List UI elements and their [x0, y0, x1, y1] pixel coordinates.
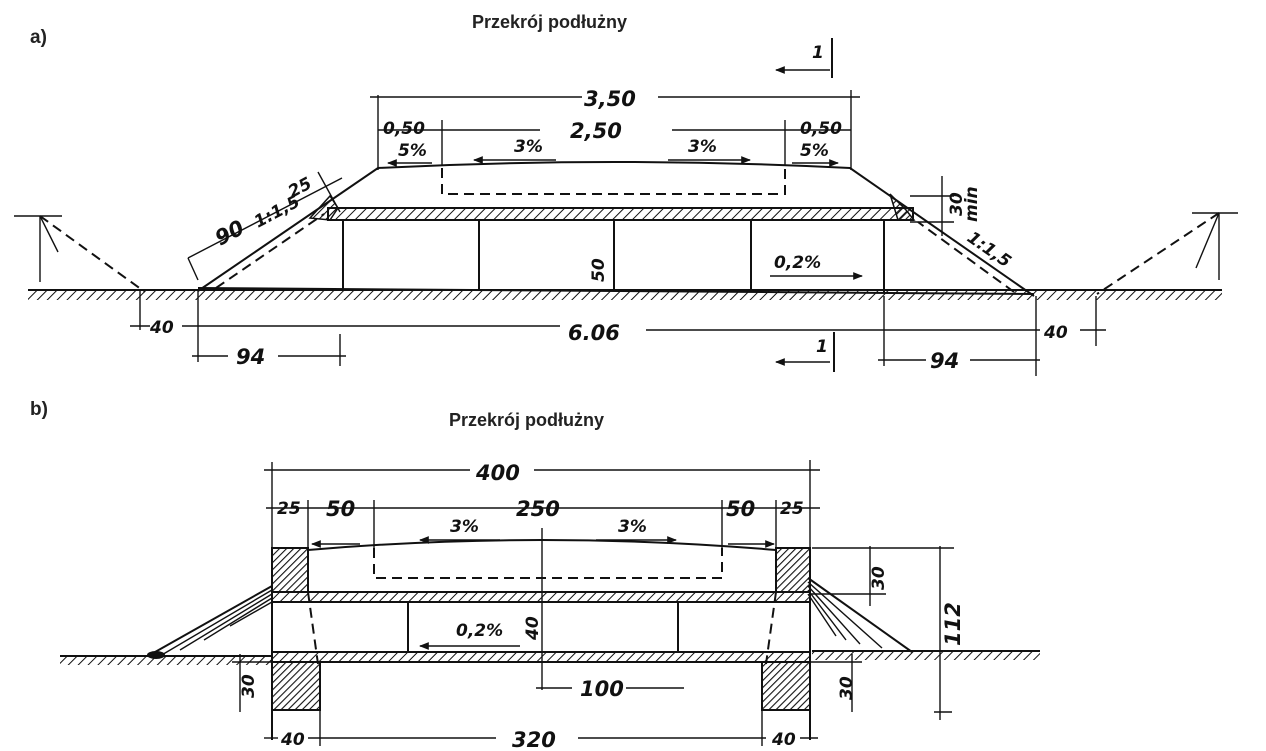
dim-b-long-slope: 0,2%: [456, 621, 503, 641]
dim-b-center: 250: [516, 497, 560, 521]
dim-a-height: 50: [589, 258, 609, 282]
slope-fan-left-b: [147, 585, 273, 659]
dim-a-long-slope: 0,2%: [774, 253, 821, 273]
dim-a-left-slope-len: 90: [211, 215, 248, 250]
dim-b-right-edge: 25: [780, 499, 804, 519]
figure-b-label: b): [30, 399, 48, 420]
dim-b-left-foot: 40: [280, 730, 305, 750]
dim-a-base-width: 6.06: [568, 321, 620, 345]
dim-a-right-depth: 30: [947, 192, 967, 216]
dimensions-b-bottom: 40 320 40: [264, 710, 818, 751]
dim-b-total-top: 400: [475, 461, 520, 485]
ditch-lines-a: [14, 212, 1238, 295]
dim-b-crown-right: 3%: [618, 517, 647, 537]
dim-a-left-top: 0,50: [383, 119, 425, 139]
dim-a-crown-left: 3%: [514, 137, 543, 157]
dim-a-crown-right: 3%: [688, 137, 717, 157]
dim-a-right-top: 0,50: [800, 119, 842, 139]
ground-b: [60, 650, 1040, 665]
figure-a: a) Przekrój podłużny: [14, 12, 1238, 376]
dim-b-right-bottom-depth: 30: [837, 676, 857, 700]
dim-b-right-depth: 30: [869, 566, 889, 590]
dim-b-right-mid: 50: [726, 497, 755, 521]
section-mark-a-bottom: 1: [816, 337, 828, 357]
section-mark-a-top: 1: [812, 43, 824, 63]
embankment-a: [197, 161, 1035, 297]
dim-a-right-depth-note: min: [962, 186, 982, 222]
dim-b-height-total: 112: [941, 602, 965, 646]
dim-a-slope-right: 5%: [800, 141, 829, 161]
embankment-b: [271, 528, 811, 740]
figure-a-title: Przekrój podłużny: [472, 12, 627, 32]
dim-a-right-offset: 40: [1043, 323, 1068, 343]
dim-a-left-bottom: 94: [236, 345, 265, 369]
dimensions-a-left: 90 1:1,5 25: [187, 171, 343, 281]
slope-fan-right-b: [807, 577, 913, 653]
dim-a-center-top: 2,50: [570, 119, 622, 143]
dimensions-a-top: 3,50 0,50 2,50 0,50 5% 5% 3% 3% 1: [370, 38, 860, 170]
figure-b-title: Przekrój podłużny: [449, 410, 604, 430]
dimensions-a-right: 30 min 1:1,5 50 0,2%: [589, 176, 1015, 282]
dim-b-inner-width: 100: [580, 677, 624, 701]
dim-b-left-mid: 50: [326, 497, 355, 521]
dim-b-left-bottom-depth: 30: [239, 674, 259, 698]
dim-a-total-top: 3,50: [584, 87, 636, 111]
dimensions-b-left: 30: [232, 654, 272, 712]
dim-a-slope-left: 5%: [398, 141, 427, 161]
dimensions-b-top: 400 25 50 250 50 25 3% 3%: [264, 460, 820, 548]
figure-b: b) Przekrój podłużny: [30, 399, 1040, 751]
dim-b-crown-left: 3%: [450, 517, 479, 537]
dimensions-b-right: 30 112 30: [810, 546, 965, 720]
dim-a-left-offset: 40: [149, 318, 174, 338]
dim-b-bottom-width: 320: [512, 728, 556, 751]
dim-b-right-foot: 40: [771, 730, 796, 750]
dim-b-left-edge: 25: [277, 499, 301, 519]
figure-a-label: a): [30, 27, 47, 48]
dim-b-mid-height: 40: [523, 616, 543, 641]
dimensions-b-middle: 0,2% 40 100: [419, 616, 684, 701]
ground-a: [28, 289, 1222, 300]
dim-a-right-bottom: 94: [930, 349, 959, 373]
dimensions-a-bottom: 40 6.06 40 94 94 1: [130, 290, 1106, 376]
